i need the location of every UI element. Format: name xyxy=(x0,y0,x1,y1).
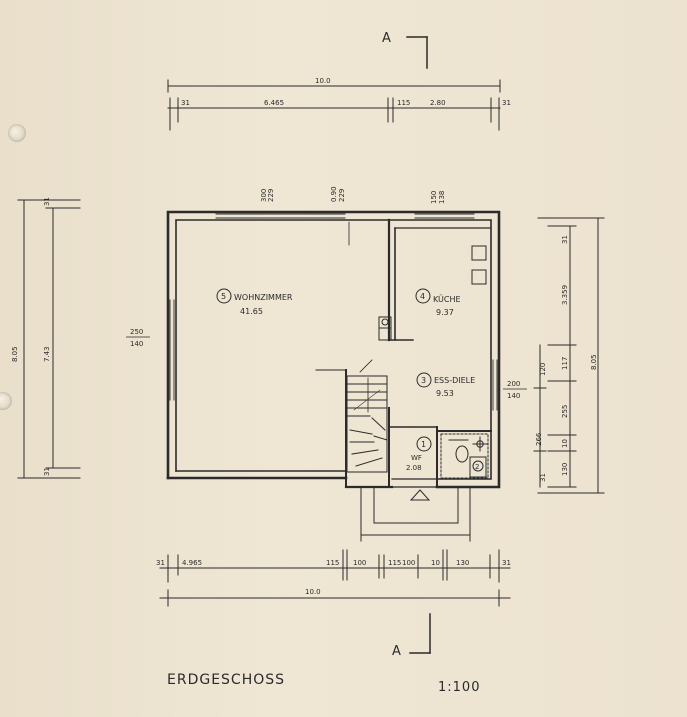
dim-bottom-seg5: 100 xyxy=(402,559,415,567)
drawing-title: ERDGESCHOSS xyxy=(167,672,286,688)
room-number-4: 4 xyxy=(420,292,425,301)
dim-top-total: 10.0 xyxy=(315,77,331,85)
section-marker-top xyxy=(406,36,428,69)
dim-window-3-width: 150 xyxy=(430,191,438,204)
dim-bottom-seg4: 115 xyxy=(388,559,401,567)
dim-top-seg2: 115 xyxy=(397,99,410,107)
dim-right-seg4: 10 xyxy=(561,439,569,448)
room-area-ess-diele: 9.53 xyxy=(436,389,454,398)
room-number-5: 5 xyxy=(221,292,226,301)
section-marker-bottom xyxy=(409,613,431,654)
room-number-3: 3 xyxy=(421,376,426,385)
top-dimension-chain xyxy=(167,79,501,131)
dim-right-seg2: 117 xyxy=(561,357,569,370)
dim-right-lower: 266 xyxy=(535,432,543,446)
room-number-1: 1 xyxy=(421,440,426,449)
entrance-porch xyxy=(360,486,471,542)
dim-right-top: 31 xyxy=(561,235,569,244)
dim-top-seg3: 2.80 xyxy=(430,99,446,107)
dim-right-seg5: 130 xyxy=(561,463,569,476)
dim-window-3-height: 138 xyxy=(438,191,446,204)
dim-window-1-width: 300 xyxy=(260,189,268,202)
kitchen-fixtures xyxy=(378,245,487,341)
dim-window-1-height: 229 xyxy=(267,189,275,202)
wc-fixtures xyxy=(440,433,489,479)
dim-left-bottom: 31 xyxy=(43,467,51,476)
dim-window-2-height: 229 xyxy=(338,189,346,202)
dim-bottom-seg3: 100 xyxy=(353,559,366,567)
room-name-wf: WF xyxy=(411,454,422,462)
dim-window-2-width: 0.90 xyxy=(330,186,338,202)
dim-right-window-height: 140 xyxy=(507,392,520,400)
interior-walls xyxy=(315,218,492,488)
dim-right-seg3: 255 xyxy=(561,405,569,418)
dim-bottom-seg1: 4.965 xyxy=(182,559,202,567)
dim-right-outer: 8.05 xyxy=(590,354,598,370)
dim-left-window-width: 250 xyxy=(130,328,143,336)
dim-left-window-height: 140 xyxy=(130,340,143,348)
dim-bottom-seg7: 130 xyxy=(456,559,469,567)
bottom-dimension-chain xyxy=(159,549,511,607)
punch-hole xyxy=(0,392,12,410)
room-number-circles xyxy=(216,288,484,472)
dim-bottom-right: 31 xyxy=(502,559,511,567)
dim-left-outer: 8.05 xyxy=(11,346,19,362)
dim-top-right: 31 xyxy=(502,99,511,107)
dim-top-seg1: 6.465 xyxy=(264,99,284,107)
dim-right-seg6: 31 xyxy=(539,473,547,482)
section-marker-label: A xyxy=(382,31,391,46)
dim-bottom-left: 31 xyxy=(156,559,165,567)
dim-right-mid: 120 xyxy=(539,363,547,376)
outer-walls xyxy=(166,210,501,489)
room-name-ess-diele: ESS-DIELE xyxy=(434,376,475,385)
section-marker-label: A xyxy=(392,644,401,659)
dim-right-seg1: 3.359 xyxy=(561,285,569,305)
room-name-wohnzimmer: WOHNZIMMER xyxy=(234,293,293,302)
drawing-scale: 1:100 xyxy=(438,680,481,695)
room-area-kueche: 9.37 xyxy=(436,308,454,317)
dim-left-inner: 7.43 xyxy=(43,346,51,362)
dim-bottom-seg6: 10 xyxy=(431,559,440,567)
dim-right-window-width: 200 xyxy=(507,380,520,388)
dim-left-top: 31 xyxy=(43,197,51,206)
dim-bottom-total: 10.0 xyxy=(305,588,321,596)
dim-bottom-seg2: 115 xyxy=(326,559,339,567)
dim-top-left: 31 xyxy=(181,99,190,107)
room-area-wf: 2.08 xyxy=(406,464,422,472)
room-number-2: 2 xyxy=(475,463,479,471)
right-dimension-chain xyxy=(533,217,605,494)
room-area-wohnzimmer: 41.65 xyxy=(240,307,263,316)
punch-hole xyxy=(8,124,26,142)
left-dimension-chain xyxy=(17,199,81,479)
room-name-kueche: KÜCHE xyxy=(433,294,461,304)
window-openings xyxy=(169,213,498,411)
staircase xyxy=(346,359,388,473)
